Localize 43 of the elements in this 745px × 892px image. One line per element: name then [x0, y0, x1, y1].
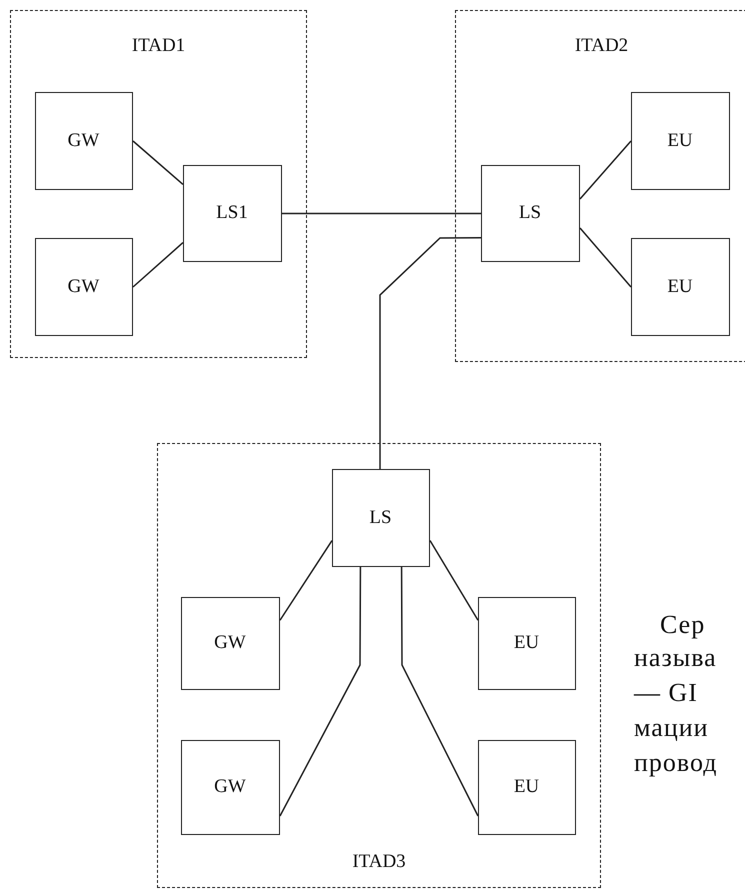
- component-box: [480, 164, 580, 262]
- connector-line: [279, 567, 362, 816]
- component-box: [630, 92, 730, 190]
- component-label: LS: [518, 202, 542, 224]
- component-box: [34, 92, 132, 190]
- component-label: GW: [214, 632, 246, 654]
- component-label: GW: [214, 776, 246, 798]
- component-label: EU: [514, 776, 540, 798]
- component-label: GW: [68, 130, 100, 152]
- component-label: EU: [514, 632, 540, 654]
- component-box: [478, 740, 576, 834]
- group-title: ITAD3: [351, 851, 407, 873]
- component-label: LS: [369, 506, 392, 528]
- body-text-fragment: провод: [634, 748, 718, 778]
- body-text-fragment: мации: [634, 713, 709, 743]
- connector-line: [400, 567, 479, 816]
- component-box: [332, 468, 430, 566]
- body-text-fragment: называ: [634, 643, 717, 673]
- dashed-group-boundary: [455, 10, 745, 362]
- component-label: EU: [667, 130, 693, 152]
- body-text-fragment: — GI: [634, 678, 698, 708]
- component-label: LS1: [216, 202, 248, 224]
- connector-line: [429, 540, 479, 621]
- connector-line: [379, 237, 481, 469]
- body-text-fragment: Сер: [660, 610, 706, 640]
- connector-line: [132, 140, 184, 185]
- dashed-group-boundary: [157, 443, 601, 888]
- component-box: [180, 596, 280, 690]
- component-label: GW: [68, 276, 100, 298]
- connector-line: [579, 140, 632, 200]
- group-title: ITAD1: [130, 35, 186, 57]
- component-box: [182, 164, 282, 262]
- component-box: [478, 596, 576, 690]
- connector-line: [132, 242, 184, 288]
- connector-line: [579, 228, 632, 288]
- component-box: [630, 238, 730, 336]
- group-title: ITAD2: [574, 35, 630, 57]
- component-label: EU: [667, 276, 693, 298]
- dashed-group-boundary: [10, 10, 307, 358]
- component-box: [34, 238, 132, 336]
- connector-line: [279, 540, 333, 621]
- connector-line: [282, 212, 481, 214]
- component-box: [180, 740, 280, 834]
